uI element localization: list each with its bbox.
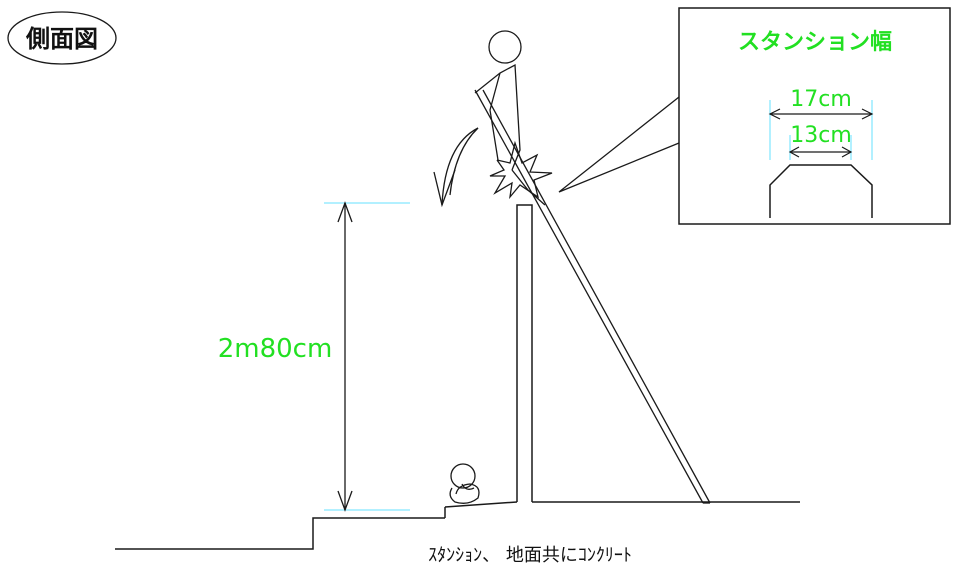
leaning-pole [474, 89, 711, 504]
diagram-title: 側面図 [25, 25, 98, 53]
outer-width-label: 17cm [790, 87, 852, 112]
impact-star-icon [489, 140, 553, 200]
inset-callout-pointer [558, 96, 680, 193]
inner-width-label: 13cm [790, 123, 852, 148]
ground-material-note: ｽﾀﾝｼｮﾝ、 地面共にｺﾝｸﾘｰﾄ [428, 545, 632, 566]
ground [115, 501, 800, 550]
inset-detail-box: スタンション幅 17cm 13cm [678, 7, 951, 225]
falling-person-figure [474, 30, 546, 206]
stanchion-post [516, 204, 533, 502]
fallen-person-figure [449, 463, 480, 504]
height-label: 2m80cm [218, 334, 333, 364]
fall-direction-arrow [433, 127, 479, 208]
height-dimension: 2m80cm [218, 201, 410, 512]
title-badge: 側面図 [7, 11, 117, 65]
inset-title: スタンション幅 [738, 30, 892, 55]
